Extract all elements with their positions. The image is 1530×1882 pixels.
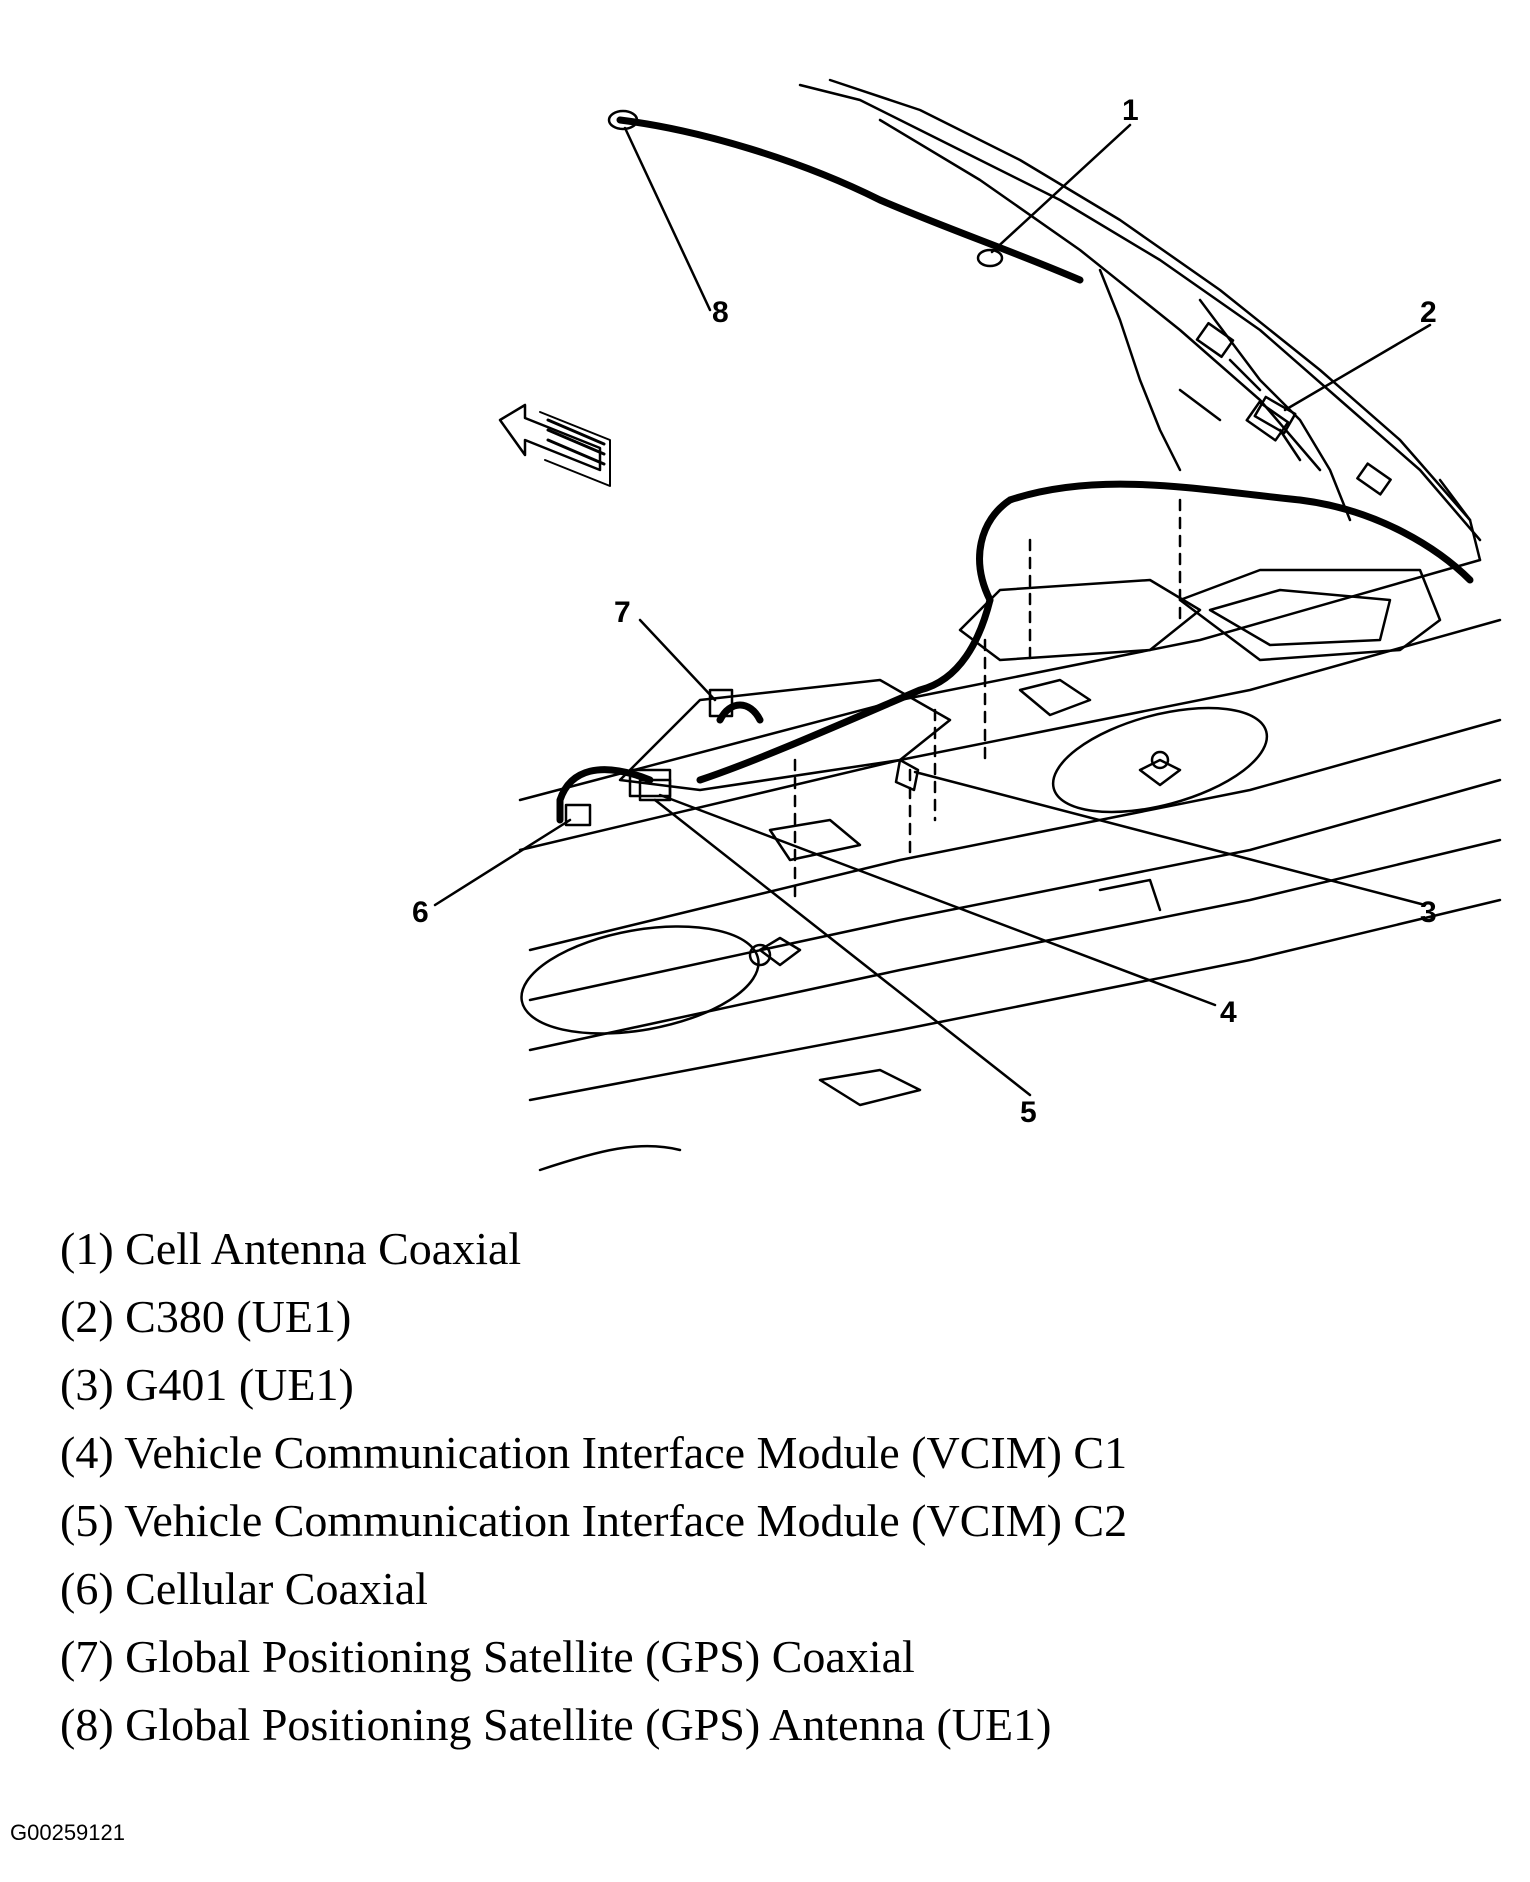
- legend-item-4: (4) Vehicle Communication Interface Modu…: [60, 1427, 1128, 1478]
- callout-4: 4: [1220, 996, 1237, 1029]
- c380-connector: [1253, 395, 1297, 435]
- component-location-diagram: 1 2 3 4 5 6 7 8: [412, 78, 1502, 1172]
- legend-item-6: (6) Cellular Coaxial: [60, 1563, 428, 1614]
- component-legend: (1) Cell Antenna Coaxial (2) C380 (UE1) …: [60, 1215, 1500, 1759]
- callout-6: 6: [412, 896, 429, 929]
- callout-3: 3: [1420, 896, 1437, 929]
- cellular-coax-connector: [564, 803, 592, 827]
- legend-item-7: (7) Global Positioning Satellite (GPS) C…: [60, 1631, 915, 1682]
- g401-ground-point: [894, 758, 920, 792]
- legend-item-5: (5) Vehicle Communication Interface Modu…: [60, 1495, 1128, 1546]
- legend-item-8: (8) Global Positioning Satellite (GPS) A…: [60, 1699, 1052, 1750]
- figure-code: G00259121: [10, 1820, 125, 1845]
- callout-8: 8: [712, 296, 729, 329]
- callout-7: 7: [614, 596, 631, 629]
- forward-direction-arrow: [498, 403, 611, 487]
- legend-item-2: (2) C380 (UE1): [60, 1291, 352, 1342]
- leader-lines: [433, 123, 1432, 1097]
- legend-item-1: (1) Cell Antenna Coaxial: [60, 1223, 522, 1274]
- callout-1: 1: [1122, 94, 1139, 127]
- callout-2: 2: [1420, 296, 1437, 329]
- legend-item-3: (3) G401 (UE1): [60, 1359, 354, 1410]
- trunk-floor-panel: [518, 558, 1502, 1172]
- gps-antenna: [607, 109, 639, 131]
- callout-5: 5: [1020, 1096, 1037, 1129]
- rear-body-panel: [798, 78, 1482, 562]
- wiring-harness: [556, 116, 1474, 824]
- cell-antenna-connector: [976, 248, 1004, 268]
- gps-coax-connector: [708, 688, 734, 718]
- fastener-dashes: [793, 498, 1182, 902]
